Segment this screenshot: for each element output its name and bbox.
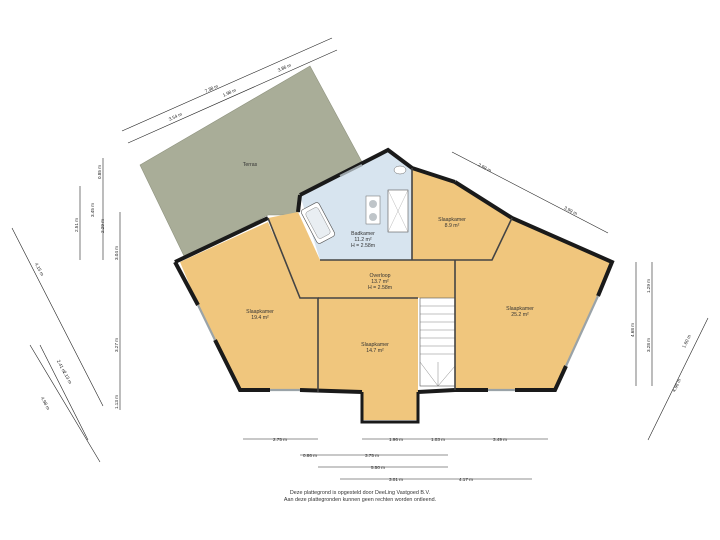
interior-walls [267, 168, 513, 392]
slaapkamer-top-area-label: 8.9 m² [445, 223, 460, 229]
slaapkamer-right-area-label: 25.2 m² [511, 312, 529, 318]
bathtub-icon [301, 202, 335, 244]
toilet-icon [393, 165, 407, 175]
slaapkamer-mid-area-label: 14.7 m² [366, 348, 384, 354]
slaapkamer-mid-name: Slaapkamer [361, 342, 389, 348]
dim-left-v3: 2.51 m [74, 218, 79, 232]
badkamer-area-label: 11.2 m² [354, 237, 371, 243]
dim-left-v7: 1.13 m [114, 395, 119, 409]
slaapkamer-left-area-label: 19.4 m² [251, 315, 269, 321]
dimensions-right: 1.29 m 4.68 m 3.28 m 1.60 m 4.98 m [630, 262, 709, 441]
dim-left-v4: 2.29 m [100, 219, 105, 233]
dim-top-right-a: 2.69 m [477, 162, 492, 173]
slaapkamer-left-area [180, 222, 318, 390]
slaapkamer-top-name: Slaapkamer [438, 217, 466, 223]
dim-right-v3: 3.28 m [646, 338, 651, 352]
dim-right-v1: 1.29 m [646, 279, 651, 293]
dim-right-diag2: 4.98 m [671, 378, 682, 393]
dim-bottom-7: 5.50 m [371, 465, 385, 470]
shower-icon [387, 189, 409, 233]
dim-left-diag2: 2.41 m [56, 359, 67, 374]
walls [173, 147, 615, 424]
dim-left-v5: 3.04 m [114, 246, 119, 260]
badkamer-height: H = 2.58m [351, 243, 375, 249]
slaapkamer-mid-area [318, 298, 418, 392]
dim-terras-c: 3.86 m [277, 62, 292, 72]
dim-top-right-b: 3.99 m [563, 205, 578, 216]
dim-bottom-6: 3.75 m [365, 453, 379, 458]
dim-bottom-8: 3.01 m [389, 477, 403, 482]
badkamer-name: Badkamer [351, 231, 375, 237]
dim-bottom-2: 1.96 m [389, 437, 403, 442]
dim-terras-a: 3.54 m [168, 111, 183, 121]
corridor-bottom [362, 392, 418, 420]
slaapkamer-right-name: Slaapkamer [506, 306, 534, 312]
terras-label: Terras [243, 162, 258, 168]
dimensions-left: 0.85 m 3.45 m 2.51 m 2.29 m 3.04 m 3.27 … [11, 158, 121, 463]
stairs [419, 297, 456, 387]
dim-bottom-5: 0.86 m [303, 453, 317, 458]
dim-left-diag4: 4.98 m [40, 396, 51, 411]
overloop-area [268, 212, 455, 298]
dim-bottom-4: 3.49 m [493, 437, 507, 442]
dim-left-diag3: 2.13 m [62, 370, 73, 385]
windows [197, 164, 600, 392]
footer-line-2: Aan deze plattegronden kunnen geen recht… [283, 497, 437, 503]
slaapkamer-right-area [455, 218, 612, 390]
overloop-area-label: 13.7 m² [371, 279, 389, 285]
dim-left-v2: 3.45 m [90, 203, 95, 217]
sink-icon [365, 195, 381, 225]
dim-terras-b: 1.98 m [222, 87, 237, 97]
dim-left-v1: 0.85 m [97, 165, 102, 179]
dim-bottom-9: 4.17 m [459, 477, 473, 482]
overloop-name: Overloop [369, 273, 390, 279]
dim-right-diag1: 1.60 m [681, 334, 692, 349]
slaapkamer-left-name: Slaapkamer [246, 309, 274, 315]
footer-disclaimer: Deze plattegrond is opgesteld door DeeLi… [0, 490, 720, 504]
dim-left-diag1: 4.15 m [34, 262, 45, 277]
dim-bottom-1: 2.75 m [273, 437, 287, 442]
dim-left-v6: 3.27 m [114, 338, 119, 352]
dim-right-v2: 4.68 m [630, 323, 635, 337]
dimensions-top: 7.38 m 3.54 m 1.98 m 3.86 m 2.69 m 3.99 … [121, 37, 609, 234]
overloop-height: H = 2.58m [368, 285, 392, 291]
dimensions-bottom: 2.75 m 1.96 m 1.03 m 3.49 m 0.86 m 3.75 … [243, 437, 548, 482]
dim-bottom-3: 1.03 m [431, 437, 445, 442]
footer-line-1: Deze plattegrond is opgesteld door DeeLi… [289, 490, 431, 496]
dim-terras-total: 7.38 m [204, 83, 219, 93]
